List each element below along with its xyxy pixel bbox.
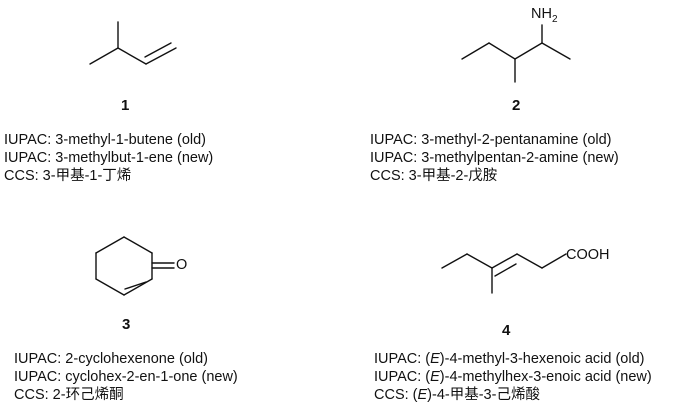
structure-2 bbox=[461, 24, 571, 83]
bond bbox=[514, 42, 543, 60]
iupac-old-name: IUPAC: 3-methyl-2-pentanamine (old) bbox=[370, 132, 612, 148]
iupac-new-name: IUPAC: cyclohex-2-en-1-one (new) bbox=[14, 369, 238, 385]
bond bbox=[491, 253, 518, 269]
structure-4 bbox=[441, 253, 567, 294]
double-bond-inner bbox=[144, 42, 172, 58]
bond bbox=[89, 47, 119, 65]
compound-number-2: 2 bbox=[512, 97, 521, 114]
bond bbox=[541, 42, 571, 60]
bond bbox=[145, 47, 177, 65]
bond bbox=[488, 42, 516, 60]
bond bbox=[123, 236, 153, 254]
bond bbox=[516, 253, 543, 269]
names-compound-4: IUPAC: (E)-4-methyl-3-hexenoic acid (old… bbox=[374, 350, 652, 404]
compound-number-3: 3 bbox=[122, 316, 131, 333]
iupac-new-name: IUPAC: 3-methylpentan-2-amine (new) bbox=[370, 150, 619, 166]
bond bbox=[541, 253, 567, 269]
amine-label: NH2 bbox=[531, 6, 558, 25]
carboxyl-label: COOH bbox=[566, 247, 610, 263]
bond bbox=[95, 236, 125, 254]
double-bond-inner bbox=[124, 281, 147, 290]
structure-3 bbox=[95, 236, 175, 296]
bond bbox=[123, 278, 153, 296]
names-compound-1: IUPAC: 3-methyl-1-butene (old) IUPAC: 3-… bbox=[4, 131, 213, 185]
compound-number-1: 1 bbox=[121, 97, 130, 114]
names-compound-2: IUPAC: 3-methyl-2-pentanamine (old) IUPA… bbox=[370, 131, 619, 185]
iupac-old-name: IUPAC: 2-cyclohexenone (old) bbox=[14, 351, 208, 367]
ccs-name: CCS: 3-甲基-1-丁烯 bbox=[4, 168, 132, 184]
bond bbox=[117, 47, 147, 65]
bond bbox=[466, 253, 493, 269]
double-bond-inner bbox=[494, 263, 517, 277]
compound-number-4: 4 bbox=[502, 322, 511, 339]
iupac-old-name: IUPAC: (E)-4-methyl-3-hexenoic acid (old… bbox=[374, 351, 645, 367]
oxygen-label: O bbox=[176, 257, 188, 273]
names-compound-3: IUPAC: 2-cyclohexenone (old) IUPAC: cycl… bbox=[14, 350, 238, 404]
ccs-name: CCS: 2-环己烯酮 bbox=[14, 387, 124, 403]
structure-1 bbox=[89, 21, 177, 65]
iupac-new-name: IUPAC: (E)-4-methylhex-3-enoic acid (new… bbox=[374, 369, 652, 385]
iupac-new-name: IUPAC: 3-methylbut-1-ene (new) bbox=[4, 150, 214, 166]
bond bbox=[461, 42, 490, 60]
ccs-name: CCS: (E)-4-甲基-3-己烯酸 bbox=[374, 387, 540, 403]
iupac-old-name: IUPAC: 3-methyl-1-butene (old) bbox=[4, 132, 207, 148]
ccs-name: CCS: 3-甲基-2-戊胺 bbox=[370, 168, 498, 184]
bond bbox=[441, 253, 468, 269]
bond bbox=[95, 278, 125, 296]
